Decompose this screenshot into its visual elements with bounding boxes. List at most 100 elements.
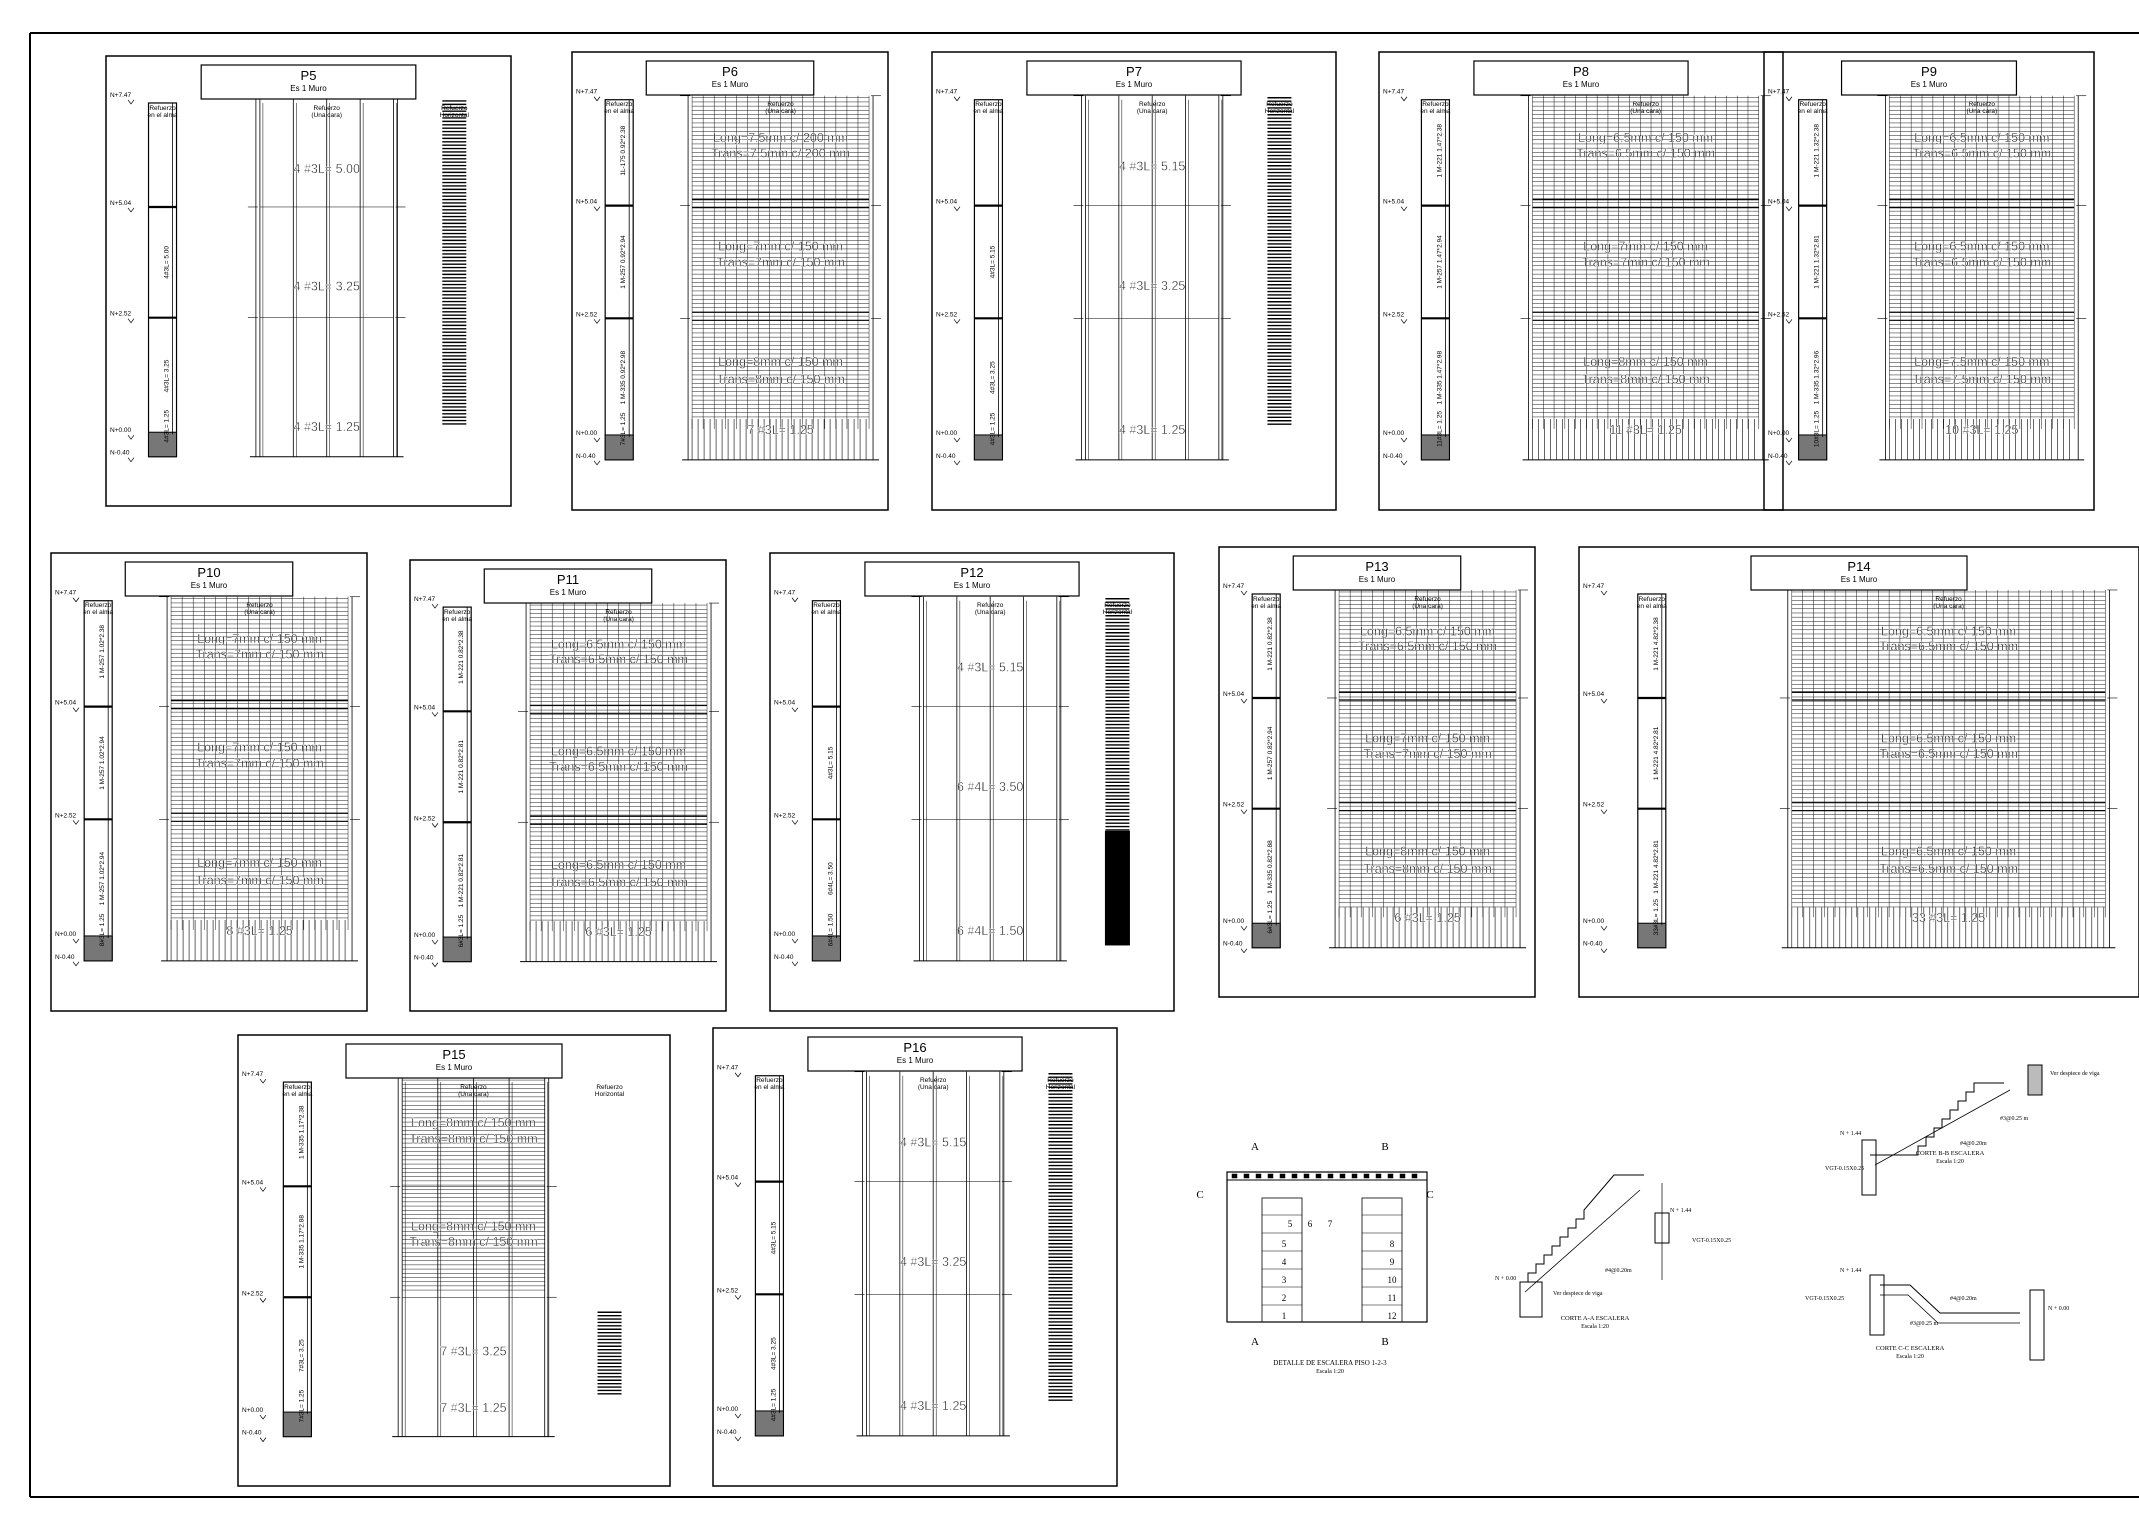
cut-title: CORTE A-A ESCALERA [1561, 1315, 1630, 1322]
level-triangle-icon [1240, 698, 1248, 704]
level-marker: N+5.04 [55, 700, 77, 707]
panel-title: P16 [903, 1040, 926, 1055]
cut-label: VGT-0.15X0.25 [1825, 1166, 1864, 1172]
reinforcement-label: 4 #3L= 5.00 [294, 162, 360, 176]
reinforcement-label: Long=7.5mm c/ 200 mm [713, 131, 848, 145]
alma-label: 1 M-257 1.02*2.94 [99, 736, 106, 790]
level-triangle-icon [734, 1436, 742, 1442]
reinforcement-label: Long=8mm c/ 150 mm [1365, 844, 1490, 858]
step-number: 7 [1328, 1219, 1333, 1229]
header-alma: Refuerzo [975, 101, 1002, 108]
stair-slab-bottom [1874, 1089, 2011, 1166]
reinforcement-label: Trans=6.5mm c/ 150 mm [549, 760, 688, 774]
level-marker: N-0.40 [1383, 453, 1403, 460]
header-alma: en el alma [1251, 603, 1281, 610]
reinforcement-label: 10 #3L= 1.25 [1945, 423, 2018, 437]
level-marker: N+2.52 [414, 815, 436, 822]
step-number: 10 [1388, 1275, 1398, 1285]
reinforcement-label: Trans=8mm c/ 150 mm [716, 373, 844, 387]
level-triangle-icon [127, 207, 135, 213]
level-marker: N+5.04 [1583, 691, 1605, 698]
reinforcement-label: Long=8mm c/ 150 mm [718, 355, 843, 369]
panel-frame [571, 51, 889, 511]
alma-label: 6#4L= 1.50 [827, 913, 834, 946]
level-triangle-icon [1785, 96, 1793, 102]
alma-footing [148, 431, 178, 458]
cut-label: #4@0.20m [1960, 1141, 1987, 1147]
cut-label: VGT-0.15X0.25 [1805, 1296, 1844, 1302]
level-marker: N-0.40 [717, 1429, 737, 1436]
reinforcement-label: Long=7mm c/ 150 mm [1583, 240, 1708, 254]
panel-frame [237, 1034, 671, 1487]
level-marker: N+0.00 [414, 932, 436, 939]
level-marker: N+5.04 [936, 199, 958, 206]
header-alma: Refuerzo [1799, 101, 1826, 108]
level-marker: N+2.52 [1768, 311, 1790, 318]
panel-title-box [124, 561, 294, 597]
stair-flight [1361, 1197, 1403, 1323]
alma-footing [83, 935, 113, 962]
reinforcement-label: 7 #3L= 1.25 [440, 1401, 506, 1415]
level-triangle-icon [953, 96, 961, 102]
beam-rebar-dot [1303, 1173, 1310, 1179]
level-triangle-icon [734, 1072, 742, 1078]
panel-title: P13 [1365, 559, 1388, 574]
alma-footing [754, 1410, 784, 1437]
alma-label: 4#3L= 1.25 [989, 412, 996, 445]
cut-title: CORTE C-C ESCALERA [1876, 1345, 1945, 1352]
level-marker: N+0.00 [242, 1407, 264, 1414]
alma-label: 6#3L= 1.25 [458, 914, 465, 947]
panel-title: P8 [1573, 64, 1589, 79]
alma-footing [604, 434, 634, 461]
reinforcement-label: Trans=6.5mm c/ 150 mm [1358, 639, 1497, 653]
reinforcement-label: Long=6.5mm c/ 150 mm [551, 638, 686, 652]
alma-label: 4#3L= 3.25 [989, 361, 996, 394]
reinforcement-label: Long=7.5mm c/ 150 mm [1914, 355, 2049, 369]
reinforcement-label: Trans=6.5mm c/ 150 mm [1576, 146, 1715, 160]
cut-label: #3@0.25 m [1910, 1321, 1939, 1327]
cut-label: #4@0.20m [1950, 1296, 1977, 1302]
stair-profile [1880, 1284, 2020, 1314]
alma-label: 4#3L= 5.15 [989, 245, 996, 278]
level-marker: N+0.00 [1583, 918, 1605, 925]
header-cara: Refuerzo [1935, 596, 1962, 603]
panel-title: P9 [1921, 64, 1937, 79]
level-triangle-icon [791, 961, 799, 967]
reinforcement-label: Trans=8mm c/ 150 mm [1363, 862, 1491, 876]
level-triangle-icon [953, 319, 961, 324]
level-marker: N+5.04 [1223, 691, 1245, 698]
reinforcement-label: Trans=6.5mm c/ 150 mm [1879, 862, 2018, 876]
header-cara: (Una cara) [1630, 108, 1661, 115]
level-marker: N+2.52 [242, 1290, 264, 1297]
reinforcement-label: Trans=8mm c/ 150 mm [409, 1235, 537, 1249]
panel-title-box [1840, 60, 2018, 96]
panel-frame [1218, 546, 1536, 998]
alma-label: 1 M-257 0.92*2.94 [620, 235, 627, 289]
alma-footing [1798, 434, 1828, 461]
cut-scale: Escala 1:20 [1581, 1324, 1609, 1330]
stair-beam [2027, 1064, 2043, 1096]
level-marker: N+7.47 [414, 596, 436, 603]
reinforcement-label: 4 #3L= 5.15 [900, 1136, 966, 1150]
level-triangle-icon [72, 938, 80, 944]
level-triangle-icon [1785, 460, 1793, 466]
reinforcement-label: 4 #3L= 1.25 [1119, 423, 1185, 437]
level-triangle-icon [1600, 948, 1608, 954]
level-triangle-icon [791, 707, 799, 713]
level-marker: N+7.47 [576, 89, 598, 96]
header-alma: Refuerzo [1422, 101, 1449, 108]
level-triangle-icon [72, 820, 80, 825]
reinforcement-label: Long=6.5mm c/ 150 mm [1360, 624, 1495, 638]
header-alma: en el alma [973, 108, 1003, 115]
reinforcement-label: 6 #3L= 1.25 [1394, 911, 1460, 925]
cut-label: B [1381, 1141, 1388, 1153]
reinforcement-label: 33 #3L= 1.25 [1912, 911, 1985, 925]
panel-frame [1763, 51, 2095, 511]
level-marker: N+2.52 [1583, 802, 1605, 809]
stair-profile [1870, 1082, 2004, 1156]
